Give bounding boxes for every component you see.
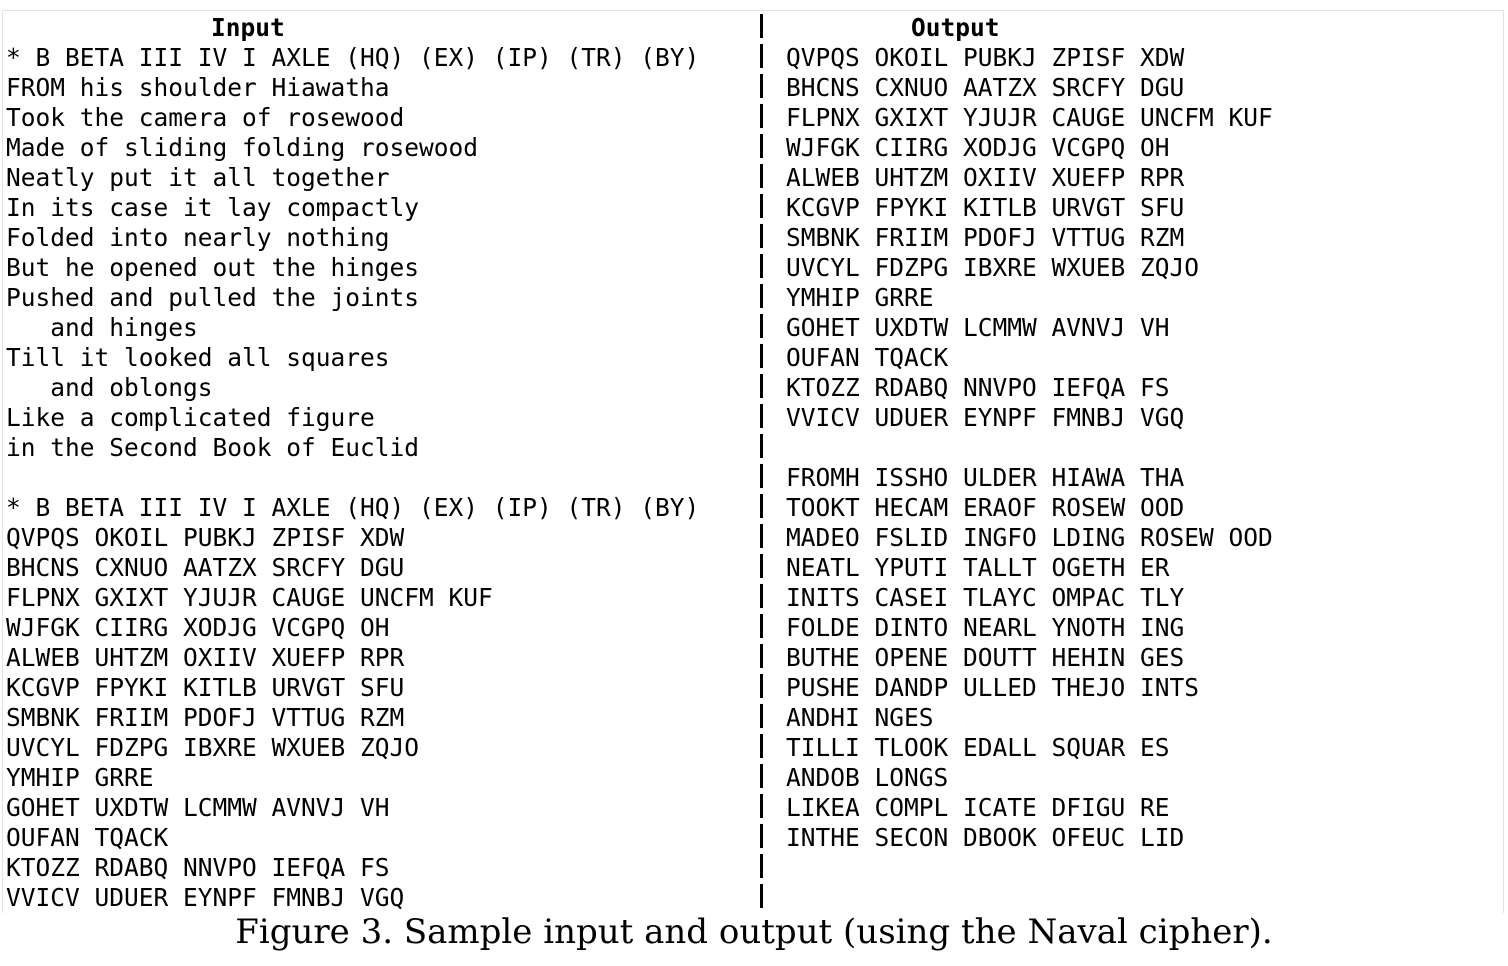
figure-frame <box>2 10 1504 913</box>
text-line: KTOZZ RDABQ NNVPO IEFQA FS <box>786 373 1170 402</box>
text-line: ALWEB UHTZM OXIIV XUEFP RPR <box>6 643 405 672</box>
text-line: and hinges <box>6 313 198 342</box>
text-line: KCGVP FPYKI KITLB URVGT SFU <box>6 673 405 702</box>
text-line: But he opened out the hinges <box>6 253 420 282</box>
text-line: PUSHE DANDP ULLED THEJO INTS <box>786 673 1200 702</box>
divider-dash <box>760 164 763 188</box>
text-line: SMBNK FRIIM PDOFJ VTTUG RZM <box>786 223 1185 252</box>
divider-dash <box>760 614 763 638</box>
text-line: YMHIP GRRE <box>786 283 934 312</box>
divider-dash <box>760 314 763 338</box>
text-line: ALWEB UHTZM OXIIV XUEFP RPR <box>786 163 1185 192</box>
text-line: in the Second Book of Euclid <box>6 433 420 462</box>
divider-dash <box>760 134 763 158</box>
text-line: * B BETA III IV I AXLE (HQ) (EX) (IP) (T… <box>6 43 700 72</box>
text-line: MADEO FSLID INGFO LDING ROSEW OOD <box>786 523 1273 552</box>
text-line: NEATL YPUTI TALLT OGETH ER <box>786 553 1170 582</box>
divider-dash <box>760 764 763 788</box>
text-line: Like a complicated figure <box>6 403 375 432</box>
divider-dash <box>760 284 763 308</box>
text-line: FLPNX GXIXT YJUJR CAUGE UNCFM KUF <box>786 103 1273 132</box>
text-line: VVICV UDUER EYNPF FMNBJ VGQ <box>786 403 1185 432</box>
divider-dash <box>760 674 763 698</box>
divider-dash <box>760 374 763 398</box>
text-line: QVPQS OKOIL PUBKJ ZPISF XDW <box>786 43 1185 72</box>
text-line: GOHET UXDTW LCMMW AVNVJ VH <box>6 793 390 822</box>
text-line: OUFAN TQACK <box>6 823 169 852</box>
divider-dash <box>760 44 763 68</box>
divider-dash <box>760 794 763 818</box>
input-column: Input * B BETA III IV I AXLE (HQ) (EX) (… <box>6 13 756 913</box>
divider-dash <box>760 224 763 248</box>
divider-dash <box>760 464 763 488</box>
divider-dash <box>760 584 763 608</box>
divider-dash <box>760 854 763 878</box>
text-line: QVPQS OKOIL PUBKJ ZPISF XDW <box>6 523 405 552</box>
text-line: INTHE SECON DBOOK OFEUC LID <box>786 823 1185 852</box>
divider-dash <box>760 644 763 668</box>
text-line: LIKEA COMPL ICATE DFIGU RE <box>786 793 1170 822</box>
text-line: INITS CASEI TLAYC OMPAC TLY <box>786 583 1185 612</box>
text-line: Till it looked all squares <box>6 343 390 372</box>
divider-dash <box>760 434 763 458</box>
divider-dash <box>760 194 763 218</box>
text-line: ANDOB LONGS <box>786 763 949 792</box>
text-line: Pushed and pulled the joints <box>6 283 420 312</box>
text-line <box>6 463 756 493</box>
text-line: FROM his shoulder Hiawatha <box>6 73 390 102</box>
output-heading: Output <box>911 13 1000 42</box>
divider-dash <box>760 704 763 728</box>
text-line: Neatly put it all together <box>6 163 390 192</box>
text-line: SMBNK FRIIM PDOFJ VTTUG RZM <box>6 703 405 732</box>
text-line: KCGVP FPYKI KITLB URVGT SFU <box>786 193 1185 222</box>
divider-dash <box>760 494 763 518</box>
text-line: GOHET UXDTW LCMMW AVNVJ VH <box>786 313 1170 342</box>
text-line: Made of sliding folding rosewood <box>6 133 479 162</box>
text-line: Folded into nearly nothing <box>6 223 390 252</box>
divider-dash <box>760 254 763 278</box>
column-divider <box>760 14 763 910</box>
text-line: WJFGK CIIRG XODJG VCGPQ OH <box>6 613 390 642</box>
text-line: ANDHI NGES <box>786 703 934 732</box>
divider-dash <box>760 14 763 38</box>
divider-dash <box>760 74 763 98</box>
divider-dash <box>760 104 763 128</box>
text-line: VVICV UDUER EYNPF FMNBJ VGQ <box>6 883 405 912</box>
input-heading: Input <box>211 13 285 42</box>
text-line: UVCYL FDZPG IBXRE WXUEB ZQJO <box>6 733 420 762</box>
text-line: YMHIP GRRE <box>6 763 154 792</box>
text-line: BUTHE OPENE DOUTT HEHIN GES <box>786 643 1185 672</box>
text-line: WJFGK CIIRG XODJG VCGPQ OH <box>786 133 1170 162</box>
figure-caption: Figure 3. Sample input and output (using… <box>235 912 1273 952</box>
divider-dash <box>760 554 763 578</box>
text-line: BHCNS CXNUO AATZX SRCFY DGU <box>786 73 1185 102</box>
text-line: FROMH ISSHO ULDER HIAWA THA <box>786 463 1185 492</box>
text-line: * B BETA III IV I AXLE (HQ) (EX) (IP) (T… <box>6 493 700 522</box>
text-line: KTOZZ RDABQ NNVPO IEFQA FS <box>6 853 390 882</box>
text-line <box>786 433 1486 463</box>
text-line: and oblongs <box>6 373 213 402</box>
text-line: BHCNS CXNUO AATZX SRCFY DGU <box>6 553 405 582</box>
divider-dash <box>760 734 763 758</box>
divider-dash <box>760 824 763 848</box>
text-line: FLPNX GXIXT YJUJR CAUGE UNCFM KUF <box>6 583 493 612</box>
text-line: TOOKT HECAM ERAOF ROSEW OOD <box>786 493 1185 522</box>
text-line: TILLI TLOOK EDALL SQUAR ES <box>786 733 1170 762</box>
text-line: OUFAN TQACK <box>786 343 949 372</box>
input-lines: * B BETA III IV I AXLE (HQ) (EX) (IP) (T… <box>6 43 756 913</box>
divider-dash <box>760 884 763 908</box>
text-line: In its case it lay compactly <box>6 193 420 222</box>
text-line: Took the camera of rosewood <box>6 103 405 132</box>
divider-dash <box>760 344 763 368</box>
text-line: UVCYL FDZPG IBXRE WXUEB ZQJO <box>786 253 1200 282</box>
text-line: FOLDE DINTO NEARL YNOTH ING <box>786 613 1185 642</box>
divider-dash <box>760 404 763 428</box>
divider-dash <box>760 524 763 548</box>
